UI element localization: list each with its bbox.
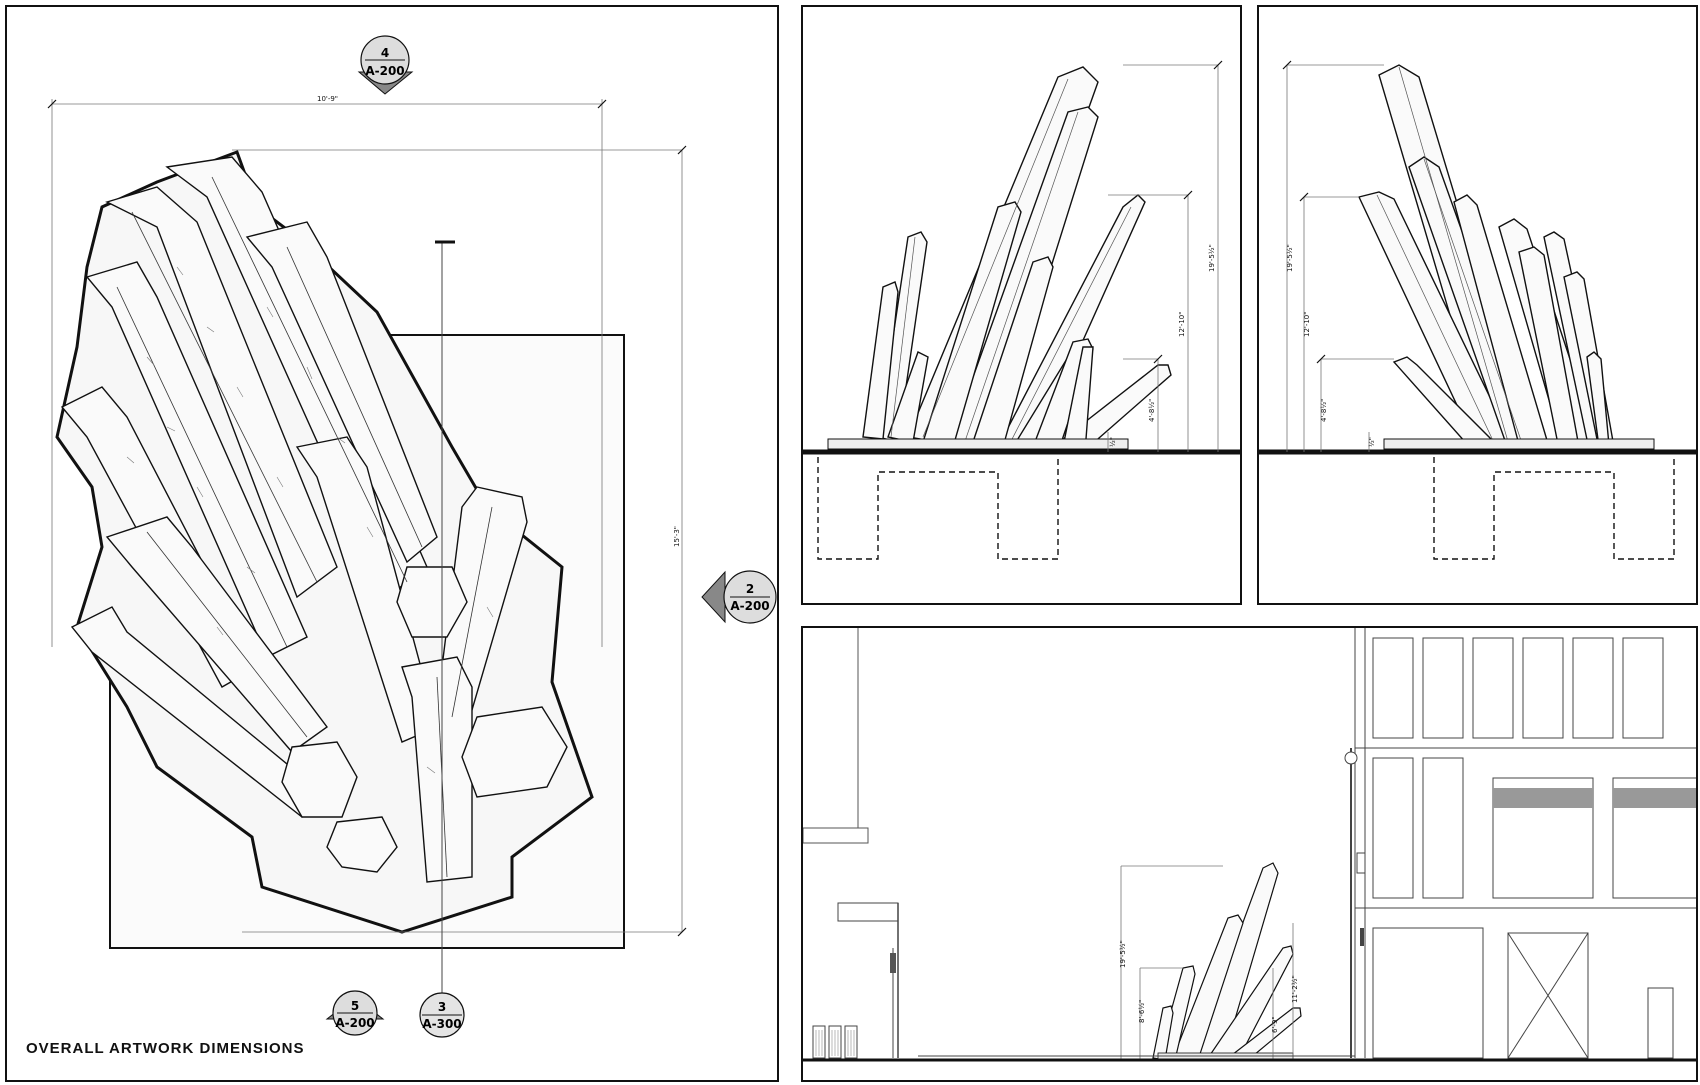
street-dim-mid-b: 11'-2½" — [1291, 975, 1299, 1003]
street-elevation-drawing: 19'-5½" 8'-6½" 6'-9" 11'-2½" — [803, 628, 1696, 1062]
plan-depth-dimension: 15'-3" — [673, 526, 681, 547]
section-tag-3[interactable]: 3 A-300 — [419, 992, 465, 1038]
street-dim-low: 8'-6½" — [1138, 1000, 1146, 1023]
elevation-a-drawing: 19'-5½" 12'-10" 4'-8½" ½" — [803, 60, 1240, 560]
sheet-title: OVERALL ARTWORK DIMENSIONS — [26, 1040, 305, 1057]
elev-b-dim-base: ½" — [1368, 437, 1376, 447]
svg-text:A-300: A-300 — [422, 1017, 461, 1031]
elev-b-dim-mid: 12'-10" — [1303, 312, 1311, 337]
elev-a-dim-mid: 12'-10" — [1178, 312, 1186, 337]
elev-a-dim-low: 4'-8½" — [1148, 399, 1156, 422]
street-dim-mid-a: 6'-9" — [1271, 1016, 1279, 1033]
svg-text:3: 3 — [438, 1000, 446, 1014]
section-tag-2[interactable]: 2 A-200 — [701, 570, 777, 624]
svg-text:A-200: A-200 — [335, 1016, 374, 1030]
elev-b-dim-low: 4'-8½" — [1320, 399, 1328, 422]
section-tag-4[interactable]: 4 A-200 — [357, 35, 414, 95]
plan-view-panel: 10'-9" 15'-3" 4 A-200 2 A-200 5 A-200 — [5, 5, 779, 1082]
elev-a-dim-base: ½" — [1109, 437, 1117, 447]
elevation-b-panel: 19'-5½" 12'-10" 4'-8½" ½" — [1257, 5, 1698, 605]
svg-text:4: 4 — [381, 46, 389, 60]
street-elevation-panel: 19'-5½" 8'-6½" 6'-9" 11'-2½" — [801, 626, 1698, 1082]
elev-a-dim-overall: 19'-5½" — [1208, 244, 1216, 272]
street-sculpture — [1152, 862, 1302, 1061]
elevation-b-crystals — [1358, 64, 1615, 453]
svg-text:5: 5 — [351, 999, 359, 1013]
svg-text:A-200: A-200 — [730, 599, 769, 613]
elev-b-dim-overall: 19'-5½" — [1286, 244, 1294, 272]
plan-crystals — [60, 156, 568, 883]
svg-text:2: 2 — [746, 582, 754, 596]
svg-text:A-200: A-200 — [365, 64, 404, 78]
street-dim-overall: 19'-5½" — [1119, 940, 1127, 968]
elevation-b-drawing: 19'-5½" 12'-10" 4'-8½" ½" — [1259, 60, 1696, 560]
elevation-a-panel: 19'-5½" 12'-10" 4'-8½" ½" — [801, 5, 1242, 605]
building-facade — [1354, 628, 1696, 1059]
plan-drawing: 10'-9" 15'-3" 4 A-200 2 A-200 5 A-200 — [47, 35, 777, 1038]
plan-dimension-lines — [51, 99, 683, 933]
elevation-a-crystals — [862, 66, 1172, 453]
section-tag-5[interactable]: 5 A-200 — [325, 990, 385, 1036]
footing-outline — [817, 457, 1059, 560]
plan-width-dimension: 10'-9" — [317, 95, 338, 103]
footing-outline-b — [1433, 457, 1675, 560]
